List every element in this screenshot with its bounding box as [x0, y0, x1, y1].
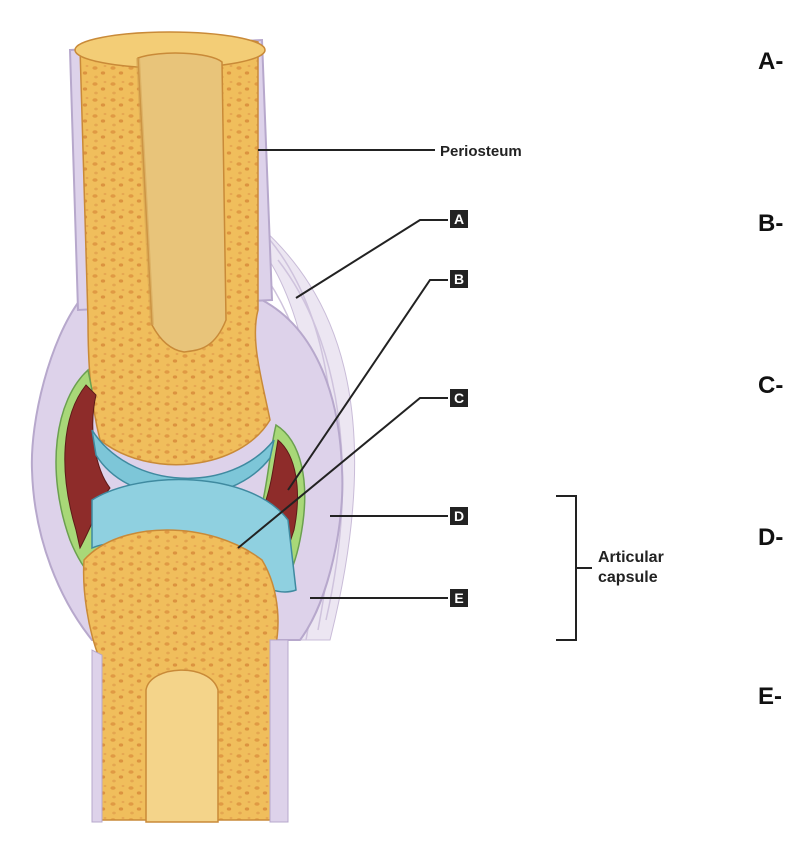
- answer-blank-e: E-: [758, 683, 782, 711]
- answer-blank-d: D-: [758, 524, 783, 552]
- answer-blank-c: C-: [758, 372, 783, 400]
- label-e-box: E: [450, 589, 468, 607]
- articular-capsule-label-line2: capsule: [598, 569, 658, 586]
- label-c: C: [454, 390, 464, 406]
- articular-bracket: [556, 496, 576, 640]
- lower-medullary-cavity: [146, 670, 218, 822]
- label-a: A: [454, 211, 464, 227]
- label-b: B: [454, 271, 464, 287]
- answer-blank-b: B-: [758, 210, 783, 238]
- label-b-box: B: [450, 270, 468, 288]
- label-a-box: A: [450, 210, 468, 228]
- label-c-box: C: [450, 389, 468, 407]
- lower-periosteum-right: [270, 640, 288, 822]
- label-d: D: [454, 508, 464, 524]
- periosteum-label: Periosteum: [440, 143, 522, 160]
- label-e: E: [454, 590, 463, 606]
- lower-periosteum: [92, 650, 102, 822]
- answer-blank-a: A-: [758, 48, 783, 76]
- label-d-box: D: [450, 507, 468, 525]
- articular-capsule-label-line1: Articular: [598, 549, 664, 566]
